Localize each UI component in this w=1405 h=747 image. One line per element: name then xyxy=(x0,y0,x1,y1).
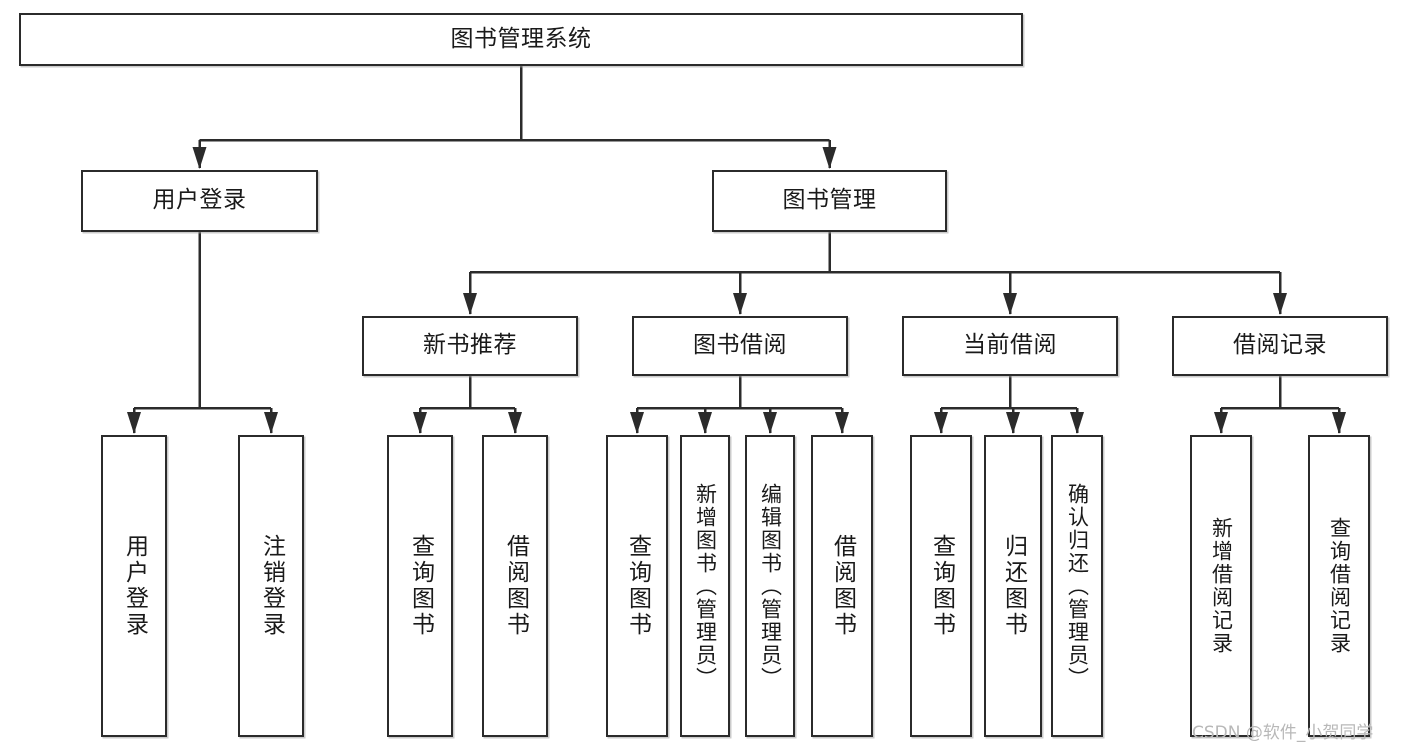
node-label: 图书借阅 xyxy=(693,332,787,359)
node-leaf-4[interactable]: 查询图书 xyxy=(606,435,668,737)
node-label: 用户登录 xyxy=(152,187,247,214)
node-leaf-3[interactable]: 借阅图书 xyxy=(482,435,548,737)
node-leaf-7[interactable]: 借阅图书 xyxy=(811,435,873,737)
node-level3-1[interactable]: 图书借阅 xyxy=(632,316,848,376)
node-label: 借阅图书 xyxy=(502,534,529,638)
node-label: 查询图书 xyxy=(407,534,434,638)
node-label: 当前借阅 xyxy=(963,332,1057,359)
node-label: 图书管理 xyxy=(782,187,877,214)
node-label: 编辑图书（管理员） xyxy=(758,482,783,690)
node-leaf-9[interactable]: 归还图书 xyxy=(984,435,1042,737)
node-level3-0[interactable]: 新书推荐 xyxy=(362,316,578,376)
node-leaf-1[interactable]: 注销登录 xyxy=(238,435,304,737)
node-label: 查询图书 xyxy=(624,534,651,638)
node-leaf-10[interactable]: 确认归还（管理员） xyxy=(1051,435,1103,737)
node-label: 用户登录 xyxy=(121,534,148,638)
node-label: 查询借阅记录 xyxy=(1327,517,1352,655)
node-label: 新增图书（管理员） xyxy=(693,482,718,690)
node-label: 新书推荐 xyxy=(423,332,517,359)
node-label: 归还图书 xyxy=(1000,534,1027,638)
node-root-system[interactable]: 图书管理系统 xyxy=(19,13,1023,66)
watermark-text: CSDN @软件_小贺同学 xyxy=(1192,723,1374,743)
node-level2-1[interactable]: 图书管理 xyxy=(712,170,947,232)
node-label: 图书管理系统 xyxy=(450,25,592,52)
node-leaf-8[interactable]: 查询图书 xyxy=(910,435,972,737)
node-label: 注销登录 xyxy=(258,534,285,638)
node-leaf-6[interactable]: 编辑图书（管理员） xyxy=(745,435,795,737)
node-leaf-12[interactable]: 查询借阅记录 xyxy=(1308,435,1370,737)
node-leaf-5[interactable]: 新增图书（管理员） xyxy=(680,435,730,737)
node-leaf-11[interactable]: 新增借阅记录 xyxy=(1190,435,1252,737)
node-label: 借阅图书 xyxy=(829,534,856,638)
node-label: 查询图书 xyxy=(928,534,955,638)
node-leaf-2[interactable]: 查询图书 xyxy=(387,435,453,737)
node-level3-3[interactable]: 借阅记录 xyxy=(1172,316,1388,376)
node-label: 确认归还（管理员） xyxy=(1065,482,1090,690)
node-level3-2[interactable]: 当前借阅 xyxy=(902,316,1118,376)
node-label: 新增借阅记录 xyxy=(1209,517,1234,655)
node-label: 借阅记录 xyxy=(1233,332,1327,359)
node-leaf-0[interactable]: 用户登录 xyxy=(101,435,167,737)
node-level2-0[interactable]: 用户登录 xyxy=(81,170,318,232)
